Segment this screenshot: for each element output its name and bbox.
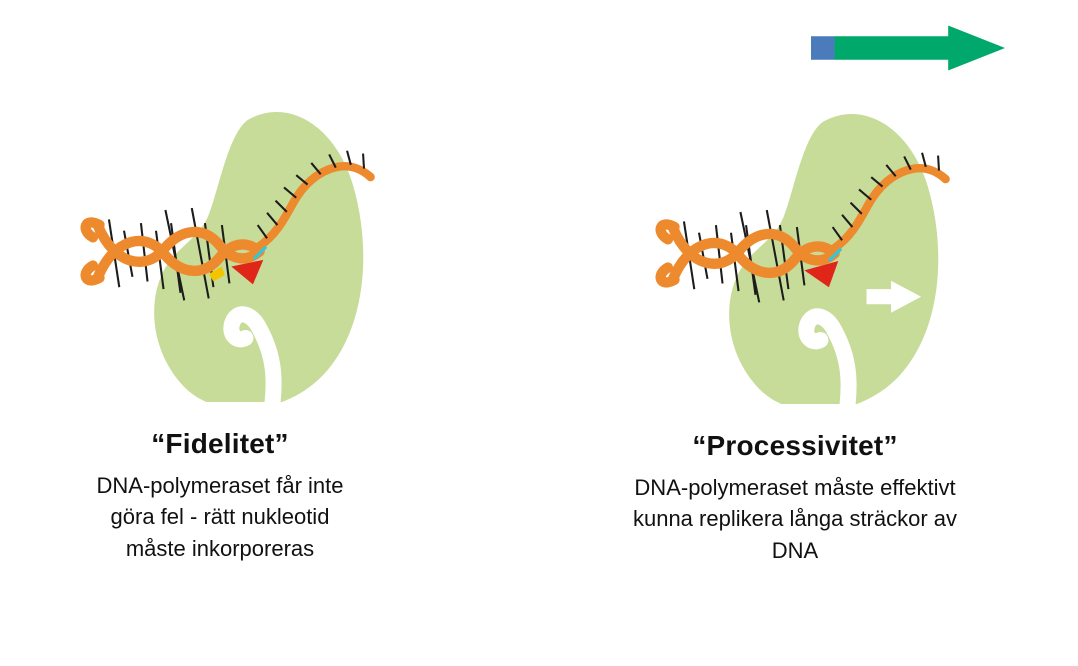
direction-arrow-row	[575, 22, 1015, 74]
processivity-line-3: DNA	[771, 537, 819, 563]
direction-arrow-tail	[811, 36, 835, 60]
panel-processivity: “Processivitet” DNA-polymeraset måste ef…	[575, 22, 1015, 566]
dna-double-helix	[655, 219, 840, 288]
processivity-caption: “Processivitet” DNA-polymeraset måste ef…	[633, 430, 957, 566]
processivity-polymerase-illustration	[655, 113, 950, 404]
polymerase-cleft	[223, 306, 282, 402]
direction-arrow-shaft	[834, 36, 951, 60]
panel-fidelity: “Fidelitet” DNA-polymeraset får inte gör…	[30, 82, 410, 564]
fidelity-title: “Fidelitet”	[151, 428, 289, 459]
nucleotide-cyan	[827, 247, 843, 263]
template-base-ticks	[256, 150, 366, 239]
fidelity-caption: “Fidelitet” DNA-polymeraset får inte gör…	[97, 428, 344, 564]
direction-arrow-head	[948, 25, 1006, 71]
nucleotide-red	[804, 260, 839, 288]
template-strand	[253, 162, 375, 252]
template-base-ticks	[831, 152, 941, 241]
dna-double-helix	[80, 217, 265, 286]
direction-arrow-icon	[811, 25, 1006, 71]
processivity-line-1: DNA-polymeraset måste effektivt	[634, 475, 956, 500]
processivity-line-2: kunna replikera långa sträckor av	[632, 506, 958, 532]
template-strand	[828, 164, 950, 254]
nucleotide-red	[231, 259, 264, 285]
base-pair-lines	[682, 209, 806, 303]
fidelity-polymerase-illustration	[80, 111, 375, 402]
fidelity-line-3: måste inkorporeras	[125, 535, 315, 561]
nucleotide-yellow	[208, 266, 225, 282]
fidelity-line-1: DNA-polymeraset får inte	[96, 473, 344, 498]
fidelity-line-2: göra fel - rätt nukleotid	[110, 504, 330, 530]
movement-arrow-icon	[866, 280, 922, 313]
nucleotide-cyan	[252, 245, 268, 261]
polymerase-cleft	[798, 308, 857, 404]
processivity-title: “Processivitet”	[692, 430, 898, 461]
